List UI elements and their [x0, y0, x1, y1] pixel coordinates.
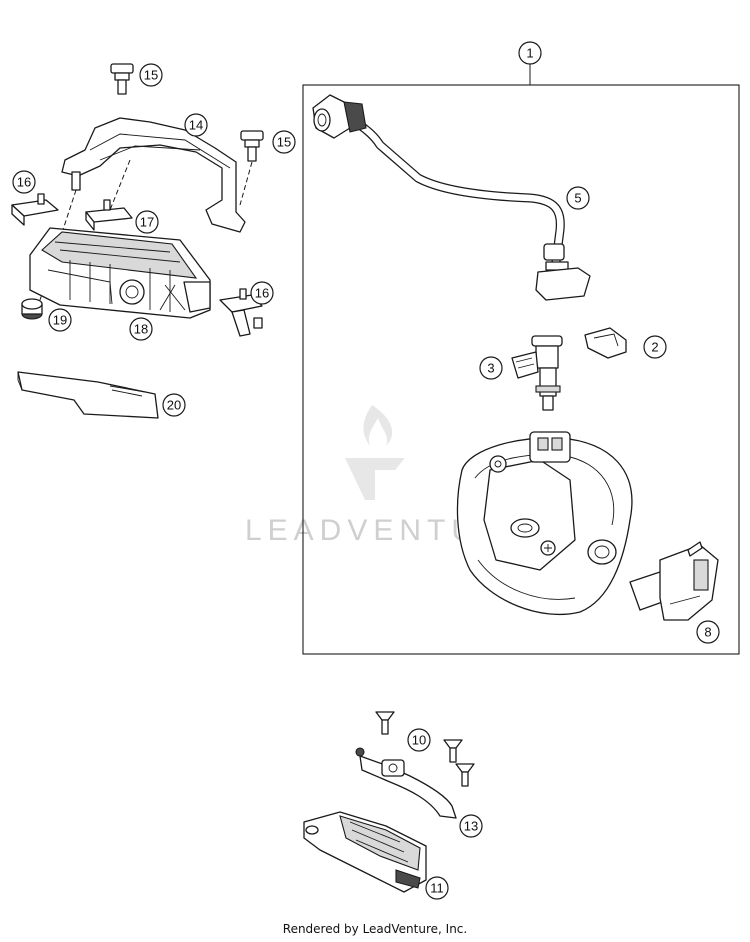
callout-11-label: 11 [430, 881, 444, 896]
bolt-15-top [110, 63, 134, 95]
callout-15-top-label: 15 [144, 68, 158, 83]
footer-credit: Rendered by LeadVenture, Inc. [282, 922, 468, 936]
callout-2-label: 2 [651, 340, 658, 355]
callout-13: 13 [459, 814, 483, 838]
callout-13-label: 13 [464, 819, 478, 834]
callout-16-right: 16 [250, 281, 274, 305]
callout-11: 11 [425, 876, 449, 900]
callout-3-label: 3 [487, 361, 494, 376]
pad-20 [17, 371, 159, 419]
callout-1-label: 1 [526, 46, 533, 61]
canister-18 [29, 227, 211, 319]
assembly-frame [302, 84, 740, 655]
callout-19: 19 [48, 308, 72, 332]
callout-17-label: 17 [140, 215, 154, 230]
callout-18: 18 [129, 317, 153, 341]
callout-15-right: 15 [272, 130, 296, 154]
dash-bracket-mid [107, 159, 131, 216]
fuel-line-5 [312, 94, 591, 301]
callout-16-right-label: 16 [255, 286, 269, 301]
callout-20: 20 [162, 393, 186, 417]
callout-18-label: 18 [134, 322, 148, 337]
injector-3 [511, 335, 563, 411]
grommet-19 [21, 298, 43, 320]
bracket-14 [61, 117, 246, 233]
dash-bolt-15 [239, 161, 253, 206]
callout-16-left: 16 [12, 170, 36, 194]
callout-3: 3 [479, 356, 503, 380]
callout-14: 14 [184, 113, 208, 137]
screw-10-a [375, 711, 395, 735]
clip-2 [584, 327, 627, 359]
throttle-body [456, 431, 633, 616]
callout-17: 17 [135, 210, 159, 234]
callout-5: 5 [566, 186, 590, 210]
callout-5-label: 5 [574, 191, 581, 206]
clip-16-right [219, 288, 263, 337]
callout-1: 1 [518, 41, 542, 65]
watermark-flame-icon [345, 405, 405, 500]
screw-10-c [455, 763, 475, 787]
callout-15-right-label: 15 [277, 135, 291, 150]
screw-10-b [443, 739, 463, 763]
callout-16-left-label: 16 [17, 175, 31, 190]
flange-11 [303, 811, 427, 893]
bolt-15-right [240, 130, 264, 162]
callout-8-label: 8 [704, 625, 711, 640]
callout-2: 2 [643, 335, 667, 359]
clip-16-left [11, 193, 59, 226]
clip-17 [85, 199, 133, 231]
callout-10-label: 10 [412, 733, 426, 748]
sensor-8 [629, 541, 719, 621]
watermark: LEADVENTU [245, 405, 479, 547]
watermark-text: LEADVENTU [245, 514, 479, 547]
callout-14-label: 14 [189, 118, 203, 133]
clamp-13 [355, 747, 457, 819]
callout-20-label: 20 [167, 398, 181, 413]
callout-15-top: 15 [139, 63, 163, 87]
callout-8: 8 [696, 620, 720, 644]
callout-10: 10 [407, 728, 431, 752]
callout-19-label: 19 [53, 313, 67, 328]
